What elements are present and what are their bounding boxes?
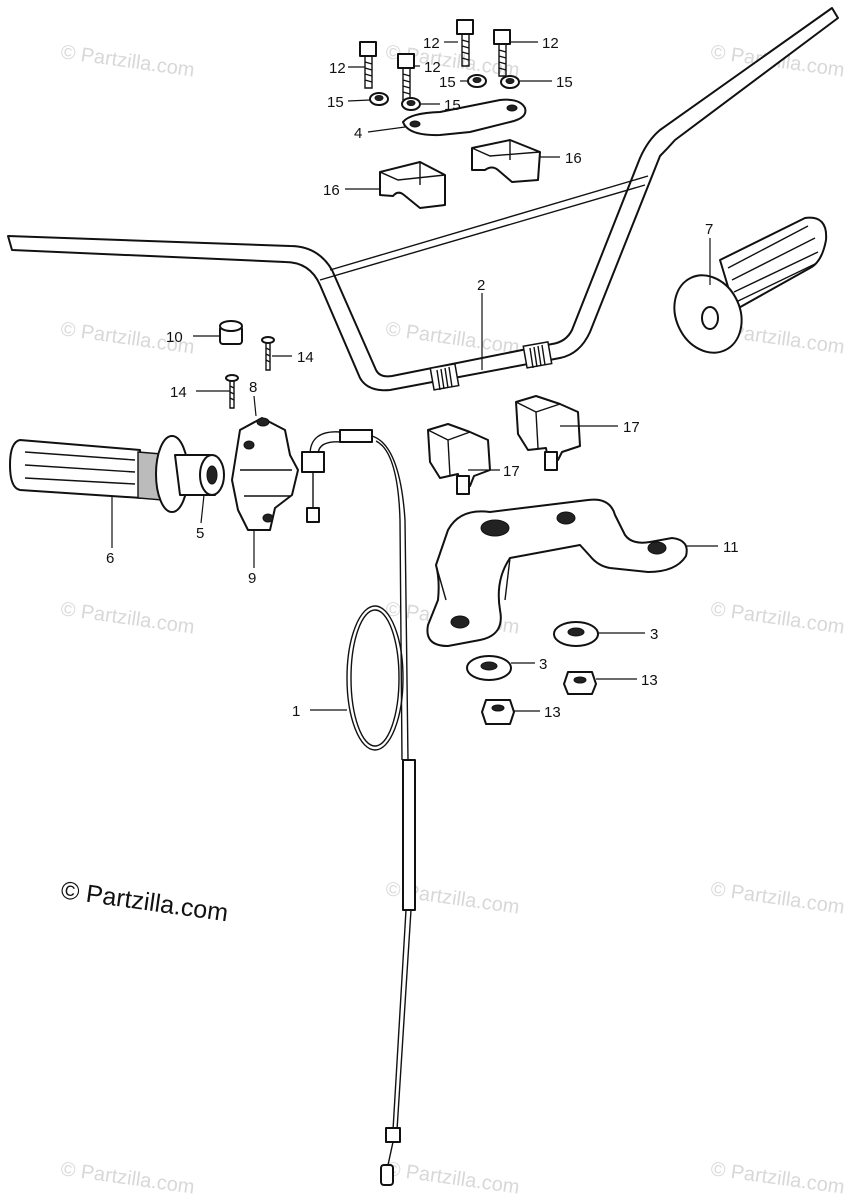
callout-12: 12 <box>423 35 440 52</box>
callout-15: 15 <box>556 74 573 91</box>
callout-15: 15 <box>439 74 456 91</box>
callout-16: 16 <box>323 182 340 199</box>
watermark: © Partzilla.com <box>709 598 846 639</box>
callout-17: 17 <box>623 419 640 436</box>
watermark: © Partzilla.com <box>384 1158 521 1199</box>
leader-lines <box>111 41 718 712</box>
callout-4: 4 <box>354 125 362 142</box>
callout-3: 3 <box>539 656 547 673</box>
watermark: © Partzilla.com <box>59 41 196 82</box>
callout-12: 12 <box>542 35 559 52</box>
callout-12: 12 <box>329 60 346 77</box>
callout-16: 16 <box>565 150 582 167</box>
throttle-sleeve <box>174 454 225 496</box>
copyright-notice: © Partzilla.com <box>59 876 230 927</box>
callout-8: 8 <box>249 379 257 396</box>
upper-holder-plate <box>402 98 527 137</box>
right-grip <box>673 216 828 354</box>
callout-12: 12 <box>424 59 441 76</box>
callout-1: 1 <box>292 703 300 720</box>
callout-10: 10 <box>166 329 183 346</box>
callouts: 12 12 12 12 15 15 15 15 4 16 16 7 2 10 1… <box>106 35 739 721</box>
washers-15 <box>369 74 520 111</box>
watermark: © Partzilla.com <box>709 878 846 919</box>
throttle-housing <box>231 417 299 531</box>
nuts-13 <box>481 671 597 725</box>
handlebar <box>7 7 839 392</box>
watermark: © Partzilla.com <box>709 1158 846 1199</box>
callout-2: 2 <box>477 277 485 294</box>
callout-3: 3 <box>650 626 658 643</box>
callout-5: 5 <box>196 525 204 542</box>
left-grip <box>9 435 189 513</box>
screws-14 <box>225 336 275 409</box>
upper-holders-16 <box>379 139 541 209</box>
callout-14: 14 <box>297 349 314 366</box>
rubber-cushions <box>466 621 599 681</box>
callout-9: 9 <box>248 570 256 587</box>
watermark: © Partzilla.com <box>59 1158 196 1199</box>
callout-15: 15 <box>444 97 461 114</box>
throttle-cable <box>301 429 416 1186</box>
callout-14: 14 <box>170 384 187 401</box>
callout-11: 11 <box>723 539 739 556</box>
callout-17: 17 <box>503 463 520 480</box>
callout-13: 13 <box>544 704 561 721</box>
watermark: © Partzilla.com <box>384 318 521 359</box>
cap-10 <box>219 320 243 345</box>
callout-7: 7 <box>705 221 713 238</box>
callout-13: 13 <box>641 672 658 689</box>
handlebar-bracket <box>426 498 688 647</box>
callout-15: 15 <box>327 94 344 111</box>
bolts-12 <box>359 19 511 101</box>
callout-6: 6 <box>106 550 114 567</box>
watermark: © Partzilla.com <box>59 598 196 639</box>
